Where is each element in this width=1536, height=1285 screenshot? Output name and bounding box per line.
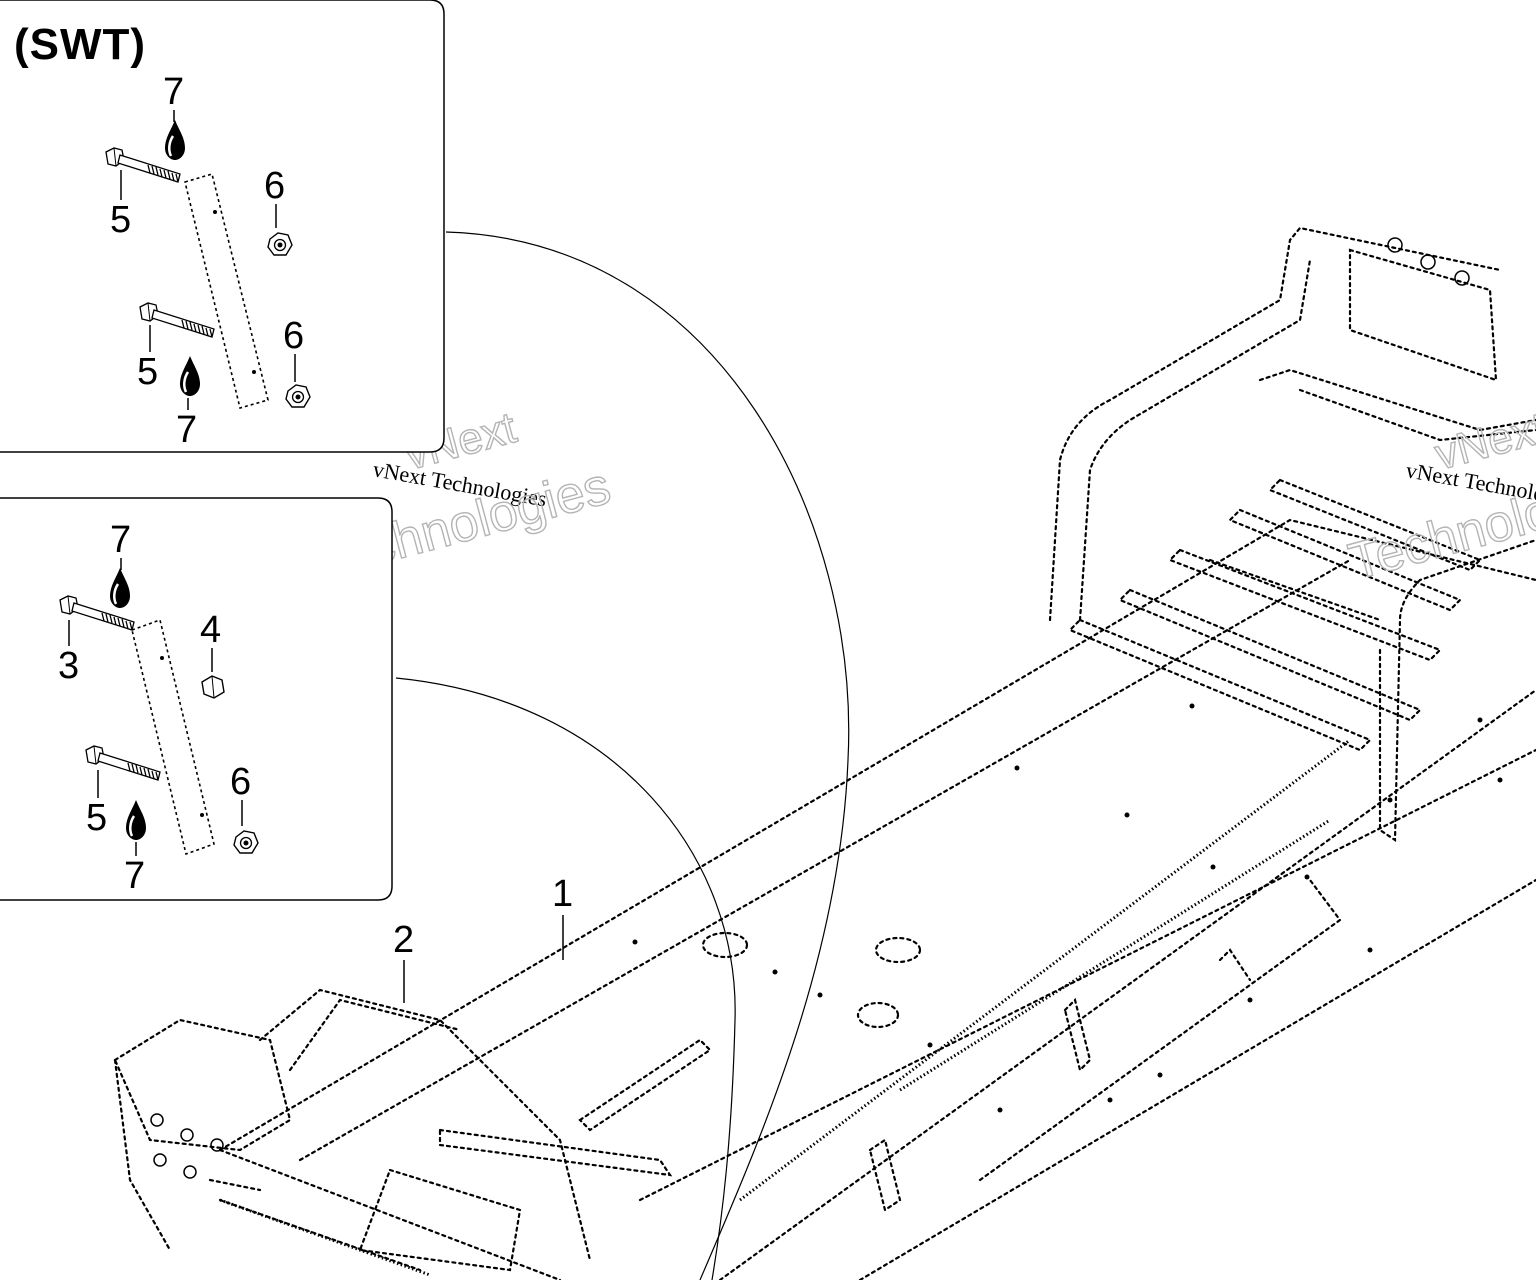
- callout-6-top: 6: [264, 165, 285, 207]
- inset-swt: 7 5 6 5 6 7: [0, 0, 445, 453]
- swt-callouts: 7 5 6 5 6 7: [110, 71, 304, 451]
- callout-6-bottom: 6: [283, 315, 304, 357]
- bolt-holes: [150, 237, 1503, 1179]
- standard-callouts: 7 3 4 5 6 7: [58, 519, 251, 897]
- rivet-rows: [219, 738, 1351, 1277]
- inset-title: (SWT): [14, 20, 147, 69]
- callout-5-bottom: 5: [137, 351, 158, 393]
- callout-7-bottom: 7: [176, 409, 197, 451]
- callout-7-top: 7: [163, 71, 184, 113]
- callout-6: 6: [230, 761, 251, 803]
- callout-7-top: 7: [110, 519, 131, 561]
- chassis-frame: [113, 226, 1536, 1282]
- inset-standard: 7 3 4 5 6 7: [0, 497, 393, 901]
- callout-7-bottom: 7: [124, 855, 145, 897]
- callout-5-top: 5: [110, 199, 131, 241]
- watermark: vNext Technologies vNext Technologies vN…: [307, 403, 1536, 593]
- callout-5: 5: [86, 797, 107, 839]
- watermark-big-text-right-1: vNext: [1430, 403, 1536, 479]
- leader-curve-std: [395, 677, 736, 1281]
- leader-curve-swt: [445, 231, 850, 1281]
- nut-4: [201, 675, 225, 699]
- callout-4: 4: [200, 609, 221, 651]
- main-callouts: 1 2: [393, 873, 573, 1003]
- callout-frame-number: 1: [552, 873, 573, 915]
- callout-guard-number: 2: [393, 919, 414, 961]
- callout-3: 3: [58, 645, 79, 687]
